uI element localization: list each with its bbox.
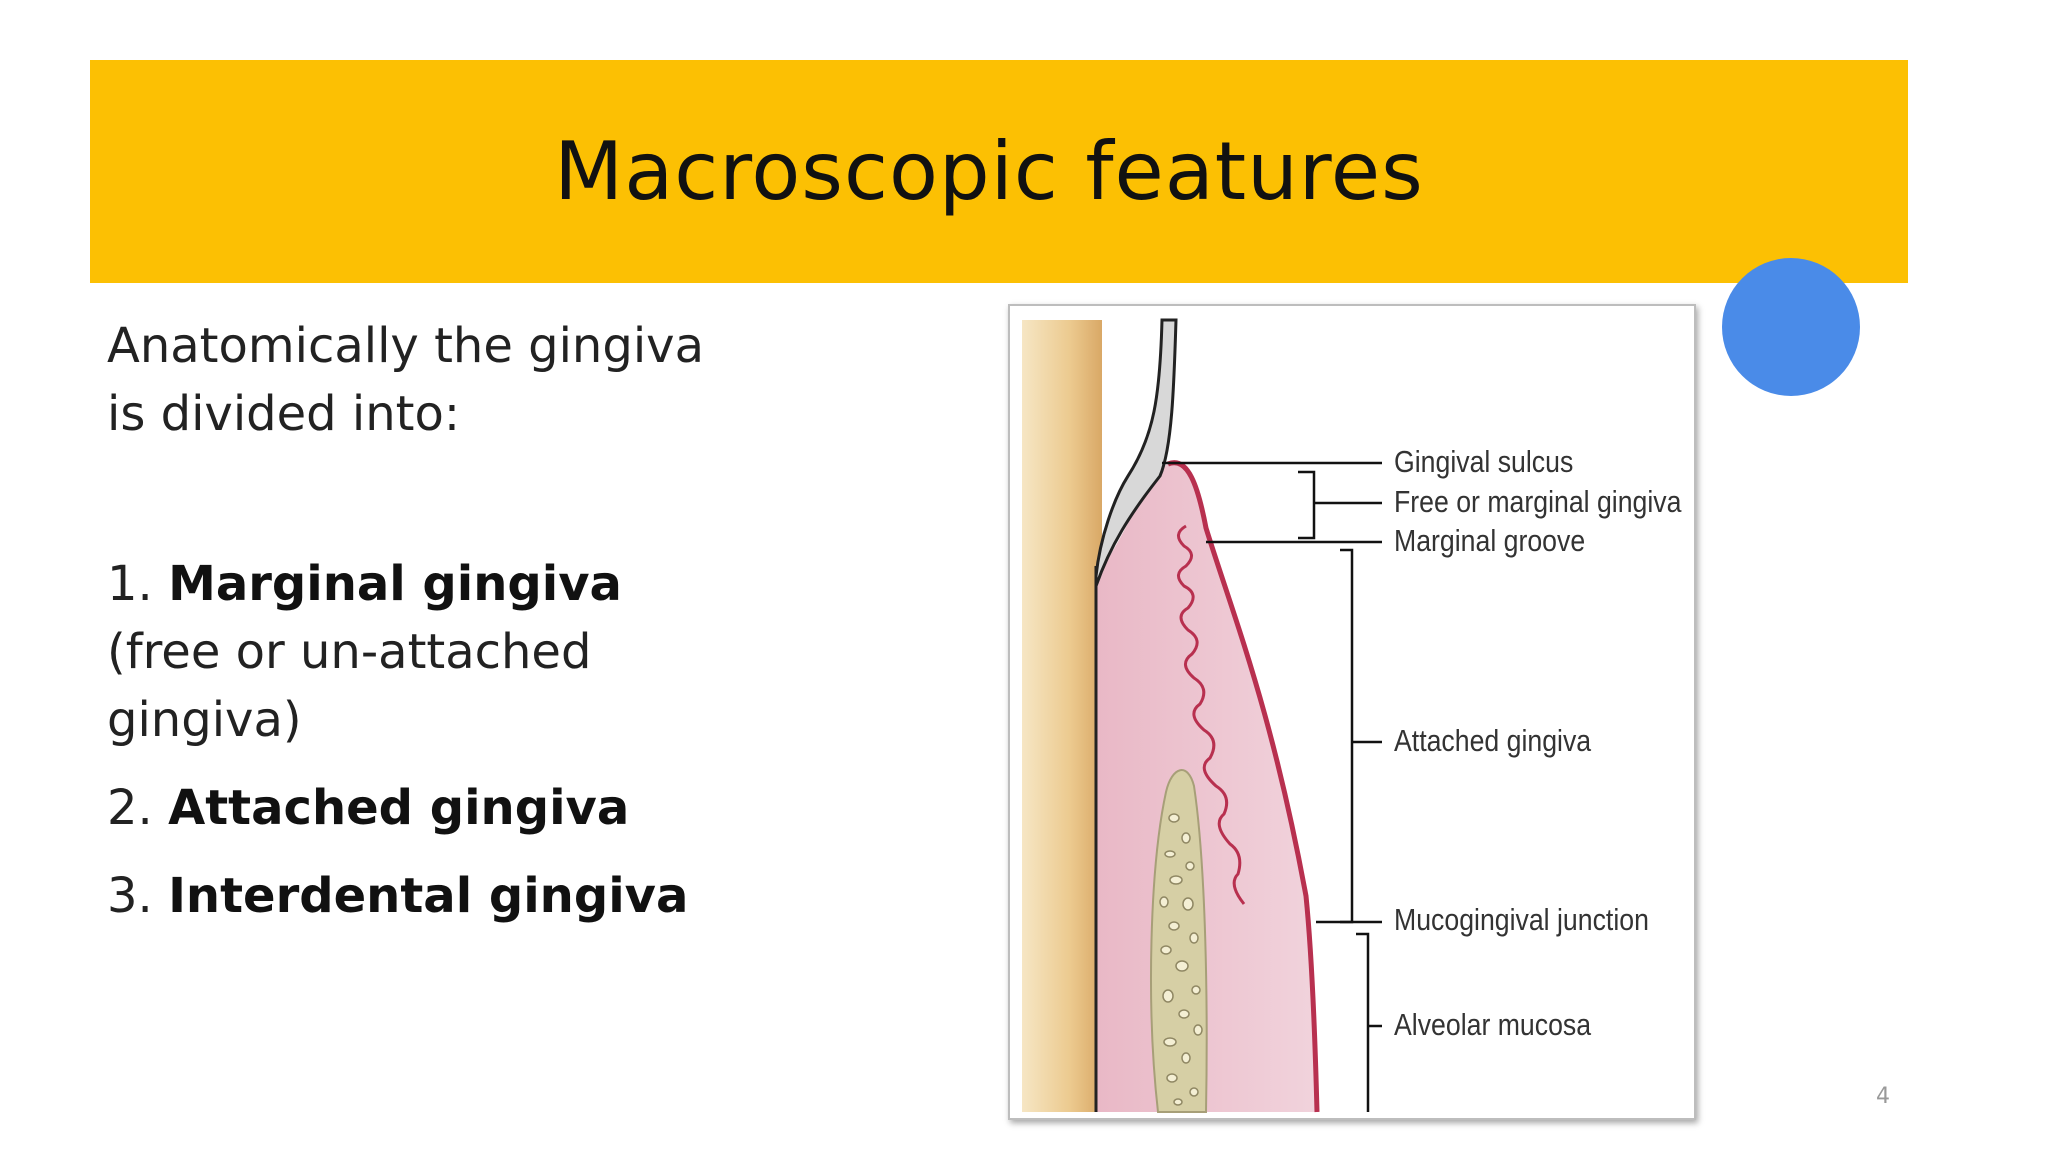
intro-text: Anatomically the gingiva is divided into… — [107, 312, 747, 448]
intro-line-1: Anatomically the gingiva — [107, 318, 704, 374]
list-item: 3. Interdental gingiva — [107, 862, 747, 930]
item-term: Marginal gingiva — [168, 556, 622, 612]
gingiva-diagram: Gingival sulcus Free or marginal gingiva… — [1008, 304, 1696, 1120]
gingiva-illustration — [1010, 306, 1694, 1118]
item-number: 2. — [107, 780, 168, 836]
label-free-marginal-gingiva: Free or marginal gingiva — [1394, 484, 1681, 520]
item-term: Interdental gingiva — [168, 868, 688, 924]
intro-line-2: is divided into: — [107, 386, 460, 442]
title-bar: Macroscopic features — [90, 60, 1908, 283]
label-mucogingival-junction: Mucogingival junction — [1394, 902, 1649, 938]
slide-body: Anatomically the gingiva is divided into… — [107, 312, 747, 950]
page-number: 4 — [1876, 1084, 1890, 1109]
item-term: Attached gingiva — [168, 780, 629, 836]
gingiva-list: 1. Marginal gingiva (free or un-attached… — [107, 550, 747, 930]
label-gingival-sulcus: Gingival sulcus — [1394, 444, 1573, 480]
label-marginal-groove: Marginal groove — [1394, 523, 1585, 559]
slide-title: Macroscopic features — [554, 125, 1424, 218]
accent-circle — [1722, 258, 1860, 396]
item-number: 1. — [107, 556, 168, 612]
item-note: (free or un-attached gingiva) — [107, 624, 591, 748]
list-item: 2. Attached gingiva — [107, 774, 747, 842]
tooth-surface — [1022, 320, 1102, 1112]
list-item: 1. Marginal gingiva (free or un-attached… — [107, 550, 747, 754]
label-alveolar-mucosa: Alveolar mucosa — [1394, 1007, 1591, 1043]
item-number: 3. — [107, 868, 168, 924]
label-attached-gingiva: Attached gingiva — [1394, 723, 1591, 759]
